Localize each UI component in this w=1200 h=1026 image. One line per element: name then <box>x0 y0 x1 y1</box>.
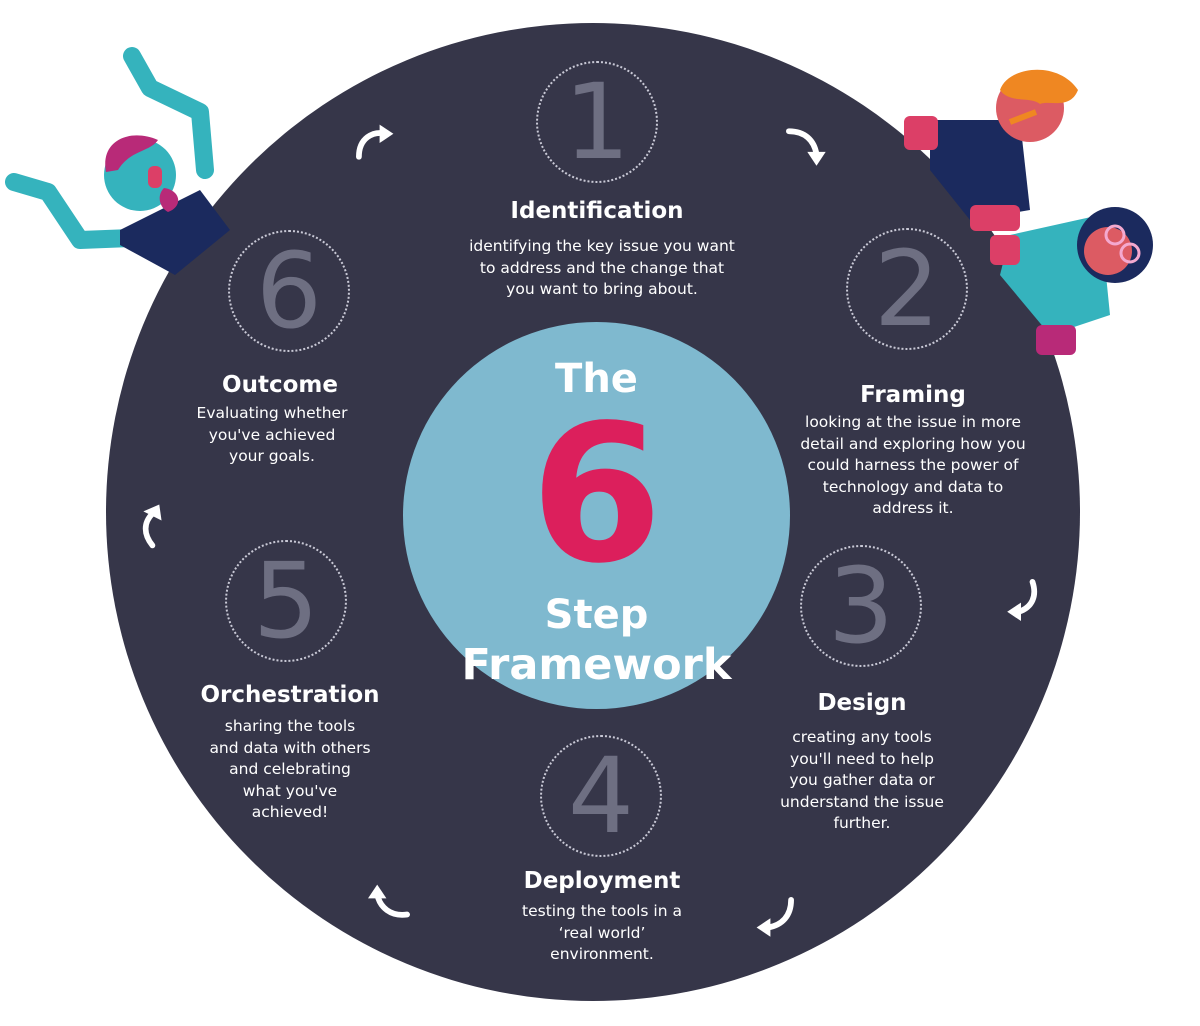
step-3-title: Design <box>817 690 907 716</box>
step-6-number: 6 <box>255 230 323 352</box>
curved-arrow-icon <box>356 124 394 160</box>
step-3-desc-line: you gather data or <box>789 771 935 789</box>
center-title-step: Step <box>544 592 649 638</box>
step-2-desc-line: could harness the power of <box>807 456 1019 474</box>
step-6-description: Evaluating whether you've achieved your … <box>162 403 382 468</box>
step-3-desc-line: you'll need to help <box>790 749 934 768</box>
step-4-number-ring <box>540 735 662 857</box>
step-6-desc-line: you've achieved <box>208 425 336 444</box>
step-4-number: 4 <box>567 735 635 857</box>
curved-arrow-icon <box>786 128 826 166</box>
center-big-number: 6 <box>530 384 663 605</box>
step-5-desc-line: what you've <box>242 781 338 800</box>
person-illustration-right-bottom <box>990 207 1153 355</box>
curved-arrow-icon <box>142 504 162 549</box>
step-5-title: Orchestration <box>200 682 380 708</box>
step-4-desc-line: environment. <box>550 945 654 963</box>
step-2-desc-line: detail and exploring how you <box>800 434 1026 453</box>
curved-arrow-icon <box>1007 579 1038 621</box>
curved-arrow-icon <box>756 897 794 937</box>
step-3-desc-line: understand the issue <box>780 792 944 811</box>
step-6-desc-line: your goals. <box>229 447 315 465</box>
step-5-description: sharing the tools and data with others a… <box>180 716 400 824</box>
step-1-title: Identification <box>510 198 684 224</box>
step-4-desc-line: ‘real world’ <box>558 923 646 942</box>
step-5-desc-line: achieved! <box>251 803 329 821</box>
step-1-desc-line: you want to bring about. <box>506 280 698 298</box>
step-1-number-ring <box>536 61 658 183</box>
step-3-number: 3 <box>827 545 895 667</box>
step-2-desc-line: looking at the issue in more <box>805 413 1021 431</box>
step-4-description: testing the tools in a ‘real world’ envi… <box>492 901 712 966</box>
step-1-description: identifying the key issue you want to ad… <box>442 236 762 301</box>
center-title-framework: Framework <box>461 640 732 690</box>
step-6-number-ring <box>228 230 350 352</box>
step-5-desc-line: sharing the tools <box>224 717 356 735</box>
step-6-desc-line: Evaluating whether <box>196 404 348 422</box>
person-illustration-left <box>5 47 230 275</box>
center-title-the: The <box>555 356 638 402</box>
step-5-number: 5 <box>252 540 320 662</box>
step-5-number-ring <box>225 540 347 662</box>
step-4-title: Deployment <box>523 868 681 894</box>
curved-arrow-icon <box>368 884 410 918</box>
person-illustration-right-top <box>904 69 1078 231</box>
step-3-desc-line: further. <box>833 814 891 832</box>
step-3-desc-line: creating any tools <box>792 728 932 746</box>
step-2-title: Framing <box>860 382 966 408</box>
step-2-description: looking at the issue in more detail and … <box>773 412 1053 520</box>
step-1-desc-line: to address and the change that <box>479 258 725 277</box>
center-circle <box>403 322 790 709</box>
step-4-desc-line: testing the tools in a <box>522 902 682 920</box>
step-2-desc-line: technology and data to <box>822 477 1004 496</box>
step-2-number: 2 <box>873 228 941 350</box>
step-1-desc-line: identifying the key issue you want <box>469 237 735 255</box>
step-2-number-ring <box>846 228 968 350</box>
step-2-desc-line: address it. <box>872 499 954 517</box>
step-1-number: 1 <box>563 61 631 183</box>
step-5-desc-line: and celebrating <box>229 760 351 778</box>
step-3-description: creating any tools you'll need to help y… <box>742 727 982 835</box>
step-6-title: Outcome <box>222 372 338 398</box>
step-5-desc-line: and data with others <box>209 738 371 757</box>
step-3-number-ring <box>800 545 922 667</box>
